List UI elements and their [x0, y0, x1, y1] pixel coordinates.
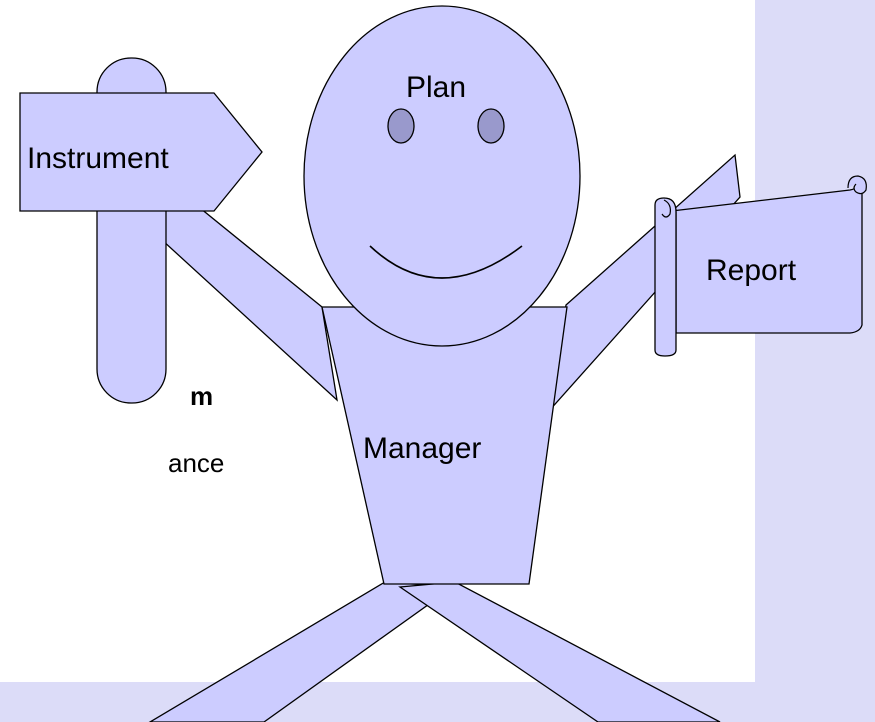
instrument-label: Instrument	[27, 142, 169, 175]
report-scroll-icon	[654, 175, 867, 357]
right-eye-icon	[477, 108, 505, 144]
manager-label: Manager	[363, 432, 481, 465]
right-side-panel	[755, 0, 875, 722]
instrument-sign	[19, 92, 263, 212]
plan-label: Plan	[406, 71, 466, 104]
cropped-body-text: ance	[168, 448, 224, 478]
manager-head	[303, 5, 581, 347]
left-eye-icon	[387, 108, 415, 144]
report-label: Report	[706, 254, 797, 287]
smile-icon	[369, 245, 523, 279]
bottom-panel	[0, 682, 875, 722]
cropped-bold-text: m	[190, 381, 213, 411]
